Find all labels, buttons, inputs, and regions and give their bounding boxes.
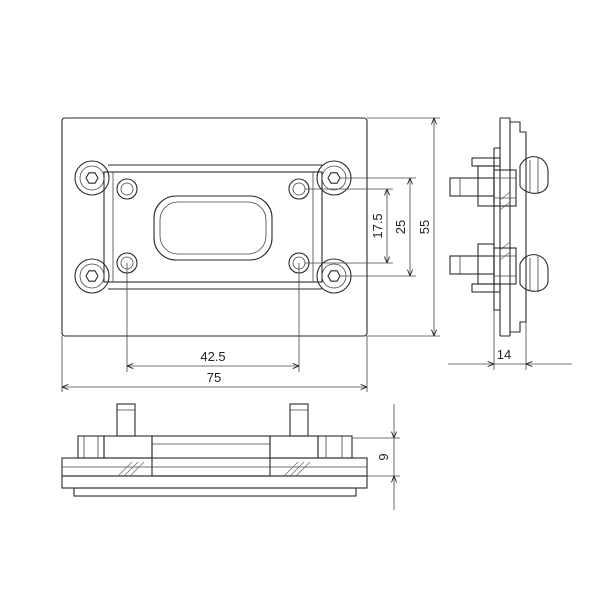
bottom-left-pin: [77, 403, 153, 459]
dim-9: 9: [376, 404, 394, 510]
bottom-view: [61, 403, 400, 497]
dim-55: 55: [417, 118, 434, 336]
dim-42-5: 42.5: [127, 349, 299, 366]
dim-42-5-label: 42.5: [200, 349, 225, 364]
dim-55-label: 55: [417, 220, 432, 234]
dim-14: 14: [448, 347, 572, 364]
screw-top-left: [74, 160, 110, 196]
dim-17-5-label: 17.5: [370, 213, 385, 238]
dim-17-5: 17.5: [370, 189, 387, 263]
dim-9-label: 9: [376, 453, 391, 460]
base-plate-outline: [61, 117, 368, 337]
bottom-center-block: [151, 435, 271, 477]
front-view: [61, 117, 440, 392]
dim-14-label: 14: [497, 347, 511, 362]
mount-hole-top-left: [116, 178, 138, 200]
side-bottom-connector: [449, 243, 549, 293]
dim-25-label: 25: [393, 220, 408, 234]
side-view: [449, 117, 549, 370]
screw-bottom-left: [74, 258, 110, 294]
dim-75: 75: [62, 370, 367, 387]
side-top-connector: [449, 156, 549, 207]
dim-75-label: 75: [207, 370, 221, 385]
bottom-base-plate: [61, 475, 368, 489]
bottom-rail: [108, 281, 322, 290]
inner-frame: [103, 171, 323, 283]
bottom-right-pin: [269, 403, 353, 459]
dim-25: 25: [393, 178, 410, 276]
top-rail: [108, 164, 322, 173]
center-slot: [153, 195, 273, 261]
